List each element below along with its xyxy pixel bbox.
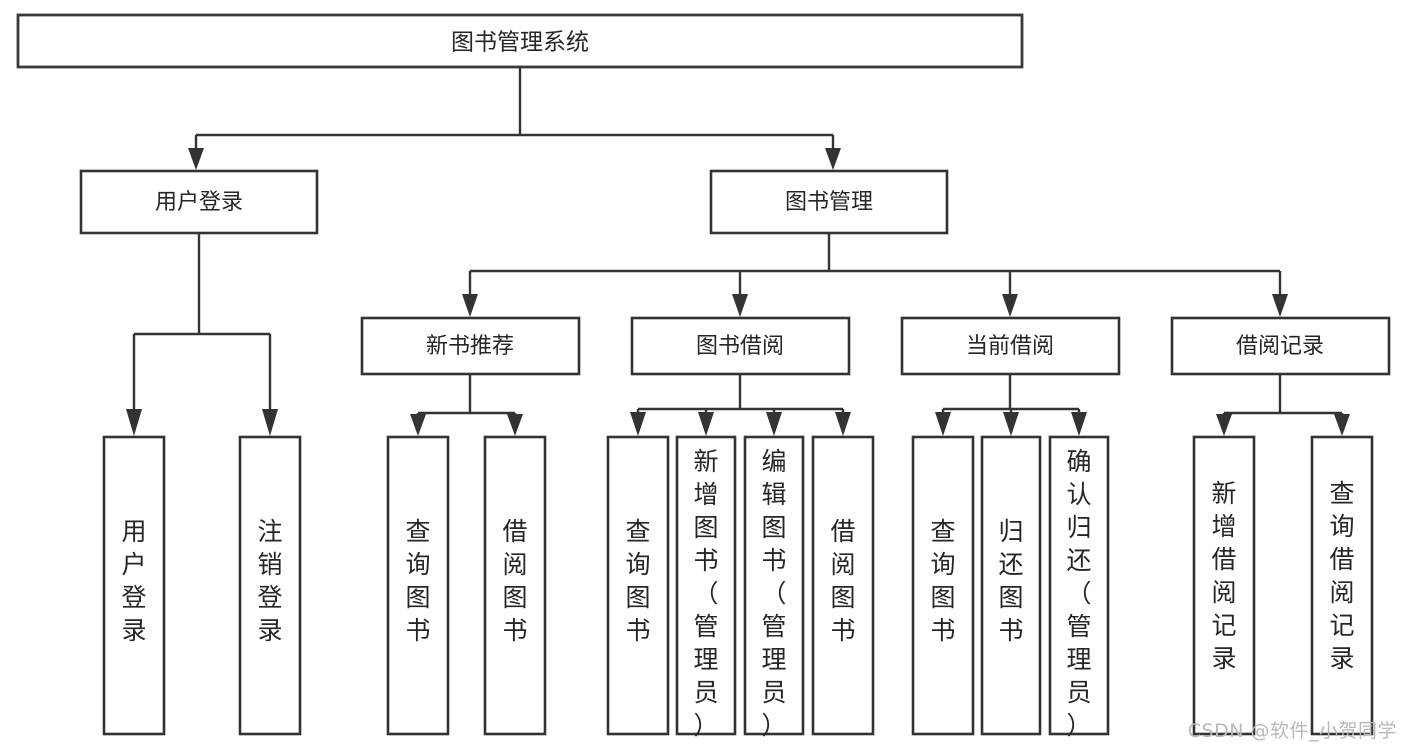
arrow-head-leaf-query-record bbox=[1334, 414, 1350, 436]
leaf-edit-book-label: 编辑图书（管理员） bbox=[761, 447, 786, 740]
leaf-add-book-rect[interactable] bbox=[675, 435, 737, 736]
leaf-add-record-label: 新增借阅记录 bbox=[1211, 479, 1236, 673]
arrow-head-leaf-borrow-book-1 bbox=[507, 414, 523, 436]
leaf-user-login-rect[interactable] bbox=[102, 435, 166, 736]
node-book-borrow[interactable]: 图书借阅 bbox=[630, 316, 851, 376]
leaf-borrow-book-1-rect[interactable] bbox=[483, 435, 547, 736]
node-current-borrow-label: 当前借阅 bbox=[966, 334, 1054, 359]
leaf-query-book-3-rect[interactable] bbox=[911, 435, 975, 736]
arrow-head-leaf-edit-book bbox=[766, 412, 782, 436]
leaf-borrow-book-1-label: 借阅图书 bbox=[502, 517, 527, 645]
node-user-login-rect[interactable] bbox=[79, 169, 319, 235]
arrow-head-leaf-query-book-3 bbox=[935, 412, 951, 436]
arrow-head-leaf-borrow-book-2 bbox=[835, 412, 851, 436]
arrow-head-leaf-query-book-1 bbox=[410, 414, 426, 436]
node-book-manage[interactable]: 图书管理 bbox=[709, 169, 949, 235]
arrow-head-user-login bbox=[188, 148, 204, 170]
node-user-login[interactable]: 用户登录 bbox=[79, 169, 319, 235]
arrow-head-new-book-recommend bbox=[462, 294, 478, 317]
arrow-head-borrow-record bbox=[1272, 294, 1288, 317]
node-new-book-recommend-label: 新书推荐 bbox=[426, 334, 514, 359]
node-book-borrow-label: 图书借阅 bbox=[696, 334, 784, 359]
node-book-borrow-rect[interactable] bbox=[630, 316, 851, 376]
arrow-head-book-borrow bbox=[732, 294, 748, 317]
node-current-borrow[interactable]: 当前借阅 bbox=[900, 316, 1121, 376]
leaf-add-record-rect[interactable] bbox=[1192, 435, 1256, 736]
node-borrow-record[interactable]: 借阅记录 bbox=[1170, 316, 1391, 376]
node-root-rect[interactable] bbox=[16, 13, 1024, 69]
node-book-manage-rect[interactable] bbox=[709, 169, 949, 235]
node-current-borrow-rect[interactable] bbox=[900, 316, 1121, 376]
nodes-layer: 图书管理系统 用户登录 图书管理 新书推荐 图书借阅 当前 bbox=[16, 13, 1391, 736]
node-borrow-record-label: 借阅记录 bbox=[1236, 334, 1324, 359]
arrow-head-leaf-add-record bbox=[1216, 414, 1232, 436]
leaf-add-book-label: 新增图书（管理员） bbox=[693, 447, 718, 740]
leaf-query-book-1-label: 查询图书 bbox=[405, 517, 430, 645]
leaf-query-book-3-label: 查询图书 bbox=[930, 517, 955, 645]
arrow-head-current-borrow bbox=[1002, 294, 1018, 317]
leaf-labels-layer: 用户登录 注销登录 查询图书 借阅图书 查询图书 新增图书（管理员） 编辑图书（… bbox=[121, 447, 1354, 740]
leaf-query-book-1-rect[interactable] bbox=[386, 435, 450, 736]
leaf-borrow-book-2-rect[interactable] bbox=[811, 435, 875, 736]
leaf-confirm-return-label: 确认归还（管理员） bbox=[1066, 447, 1091, 740]
leaf-confirm-return-rect[interactable] bbox=[1048, 435, 1110, 736]
node-new-book-recommend-rect[interactable] bbox=[360, 316, 581, 376]
node-new-book-recommend[interactable]: 新书推荐 bbox=[360, 316, 581, 376]
leaf-edit-book-rect[interactable] bbox=[743, 435, 805, 736]
arrow-head-book-manage bbox=[825, 148, 841, 170]
node-root-label: 图书管理系统 bbox=[451, 30, 589, 56]
leaf-logout-label: 注销登录 bbox=[257, 517, 282, 645]
node-user-login-label: 用户登录 bbox=[155, 190, 243, 215]
arrow-head-leaf-return-book bbox=[1003, 412, 1019, 436]
leaf-query-book-2-rect[interactable] bbox=[606, 435, 670, 736]
arrow-head-leaf-query-book-2 bbox=[630, 412, 646, 436]
leaf-query-record-label: 查询借阅记录 bbox=[1329, 479, 1354, 673]
leaf-borrow-book-2-label: 借阅图书 bbox=[830, 517, 855, 645]
leaf-return-book-rect[interactable] bbox=[980, 435, 1042, 736]
arrow-head-leaf-add-book bbox=[698, 412, 714, 436]
arrow-head-leaf-user-login bbox=[126, 409, 142, 436]
leaf-user-login-label: 用户登录 bbox=[121, 517, 146, 645]
node-root[interactable]: 图书管理系统 bbox=[16, 13, 1024, 69]
leaf-query-book-2-label: 查询图书 bbox=[625, 517, 650, 645]
leaf-query-record-rect[interactable] bbox=[1310, 435, 1374, 736]
node-book-manage-label: 图书管理 bbox=[785, 190, 873, 215]
arrow-head-leaf-logout bbox=[262, 409, 278, 436]
leaf-logout-rect[interactable] bbox=[238, 435, 302, 736]
arrow-head-leaf-confirm-return bbox=[1071, 412, 1087, 436]
connectors-layer bbox=[126, 67, 1350, 436]
node-borrow-record-rect[interactable] bbox=[1170, 316, 1391, 376]
leaf-return-book-label: 归还图书 bbox=[998, 517, 1023, 645]
